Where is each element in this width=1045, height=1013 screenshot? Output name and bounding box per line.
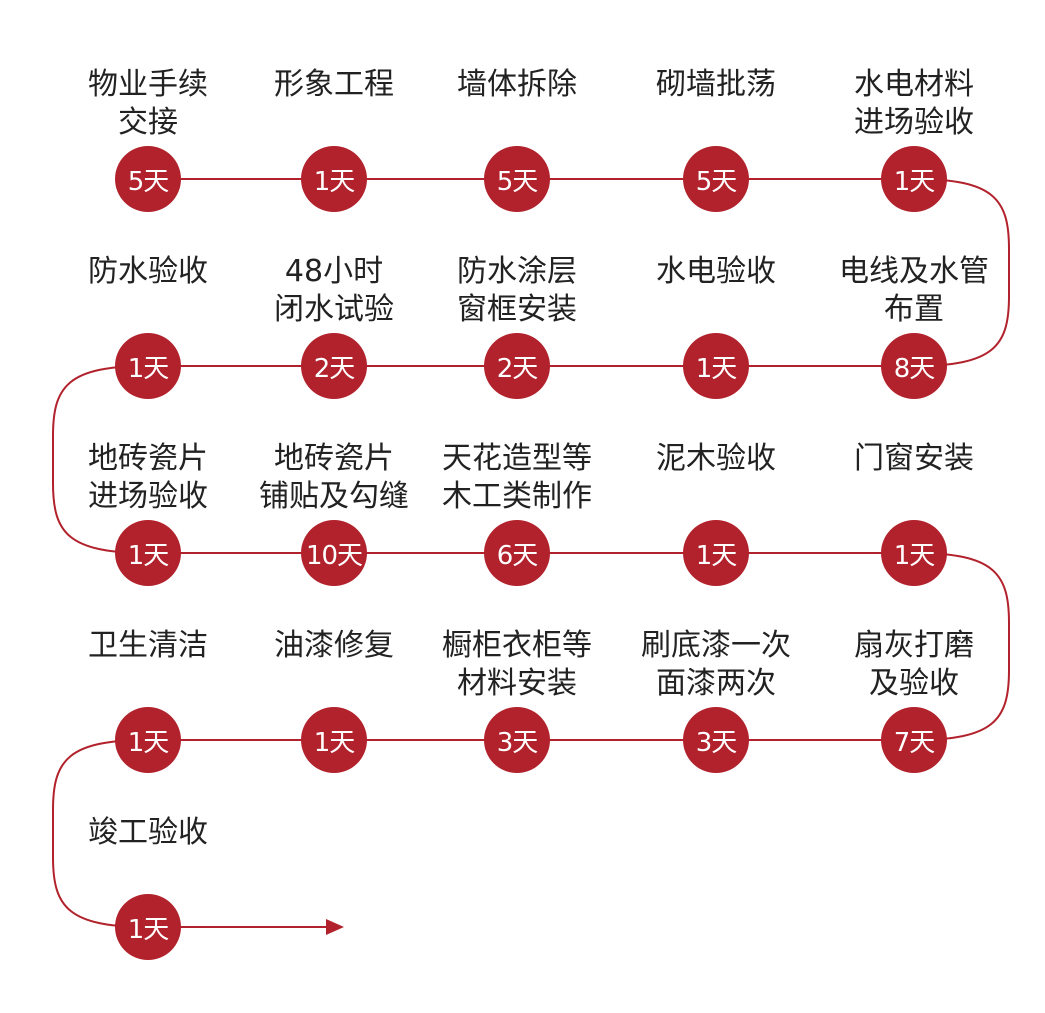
timeline-step: 防水验收: [58, 253, 238, 291]
step-label: 防水涂层: [457, 254, 577, 289]
timeline-step: 扇灰打磨及验收: [824, 627, 1004, 703]
step-label: 橱柜衣柜等: [442, 628, 592, 663]
step-label: 电线及水管: [839, 254, 989, 289]
duration-badge: 1天: [115, 333, 181, 399]
duration-badge: 1天: [115, 894, 181, 960]
step-label: 48小时: [284, 254, 384, 289]
duration-badge: 5天: [683, 146, 749, 212]
step-label: 形象工程: [274, 67, 394, 102]
step-label: 进场验收: [88, 479, 208, 514]
timeline-step: 橱柜衣柜等材料安装: [427, 627, 607, 703]
step-label: 泥木验收: [656, 441, 776, 476]
timeline-step: 物业手续交接: [58, 66, 238, 142]
duration-badge: 1天: [881, 146, 947, 212]
step-label: 木工类制作: [442, 479, 592, 514]
timeline-step: 48小时闭水试验: [244, 253, 424, 329]
step-label: 墙体拆除: [457, 67, 577, 102]
duration-badge: 10天: [301, 520, 367, 586]
duration-badge: 8天: [881, 333, 947, 399]
timeline-step: 地砖瓷片进场验收: [58, 440, 238, 516]
step-label: 及验收: [869, 666, 959, 701]
duration-badge: 3天: [484, 707, 550, 773]
step-label: 面漆两次: [656, 666, 776, 701]
duration-badge: 2天: [301, 333, 367, 399]
step-label: 进场验收: [854, 105, 974, 140]
step-label: 水电材料: [854, 67, 974, 102]
timeline-step: 天花造型等木工类制作: [427, 440, 607, 516]
step-label: 天花造型等: [442, 441, 592, 476]
duration-badge: 5天: [484, 146, 550, 212]
step-label: 扇灰打磨: [854, 628, 974, 663]
timeline-step: 水电验收: [626, 253, 806, 291]
timeline-step: 水电材料进场验收: [824, 66, 1004, 142]
timeline-step: 砌墙批荡: [626, 66, 806, 104]
step-label: 窗框安装: [457, 292, 577, 327]
timeline-step: 门窗安装: [824, 440, 1004, 478]
duration-badge: 1天: [115, 520, 181, 586]
step-label: 布置: [884, 292, 944, 327]
step-label: 刷底漆一次: [641, 628, 791, 663]
duration-badge: 1天: [683, 520, 749, 586]
duration-badge: 1天: [881, 520, 947, 586]
duration-badge: 7天: [881, 707, 947, 773]
timeline-step: 电线及水管布置: [824, 253, 1004, 329]
duration-badge: 1天: [115, 707, 181, 773]
timeline-step: 竣工验收: [58, 814, 238, 852]
duration-badge: 5天: [115, 146, 181, 212]
duration-badge: 1天: [301, 146, 367, 212]
timeline-step: 形象工程: [244, 66, 424, 104]
duration-badge: 6天: [484, 520, 550, 586]
step-label: 砌墙批荡: [656, 67, 776, 102]
step-label: 防水验收: [88, 254, 208, 289]
timeline-step: 地砖瓷片铺贴及勾缝: [244, 440, 424, 516]
step-label: 闭水试验: [274, 292, 394, 327]
step-label: 铺贴及勾缝: [259, 479, 409, 514]
step-label: 卫生清洁: [88, 628, 208, 663]
end-arrow-icon: [326, 919, 344, 935]
step-label: 油漆修复: [274, 628, 394, 663]
duration-badge: 2天: [484, 333, 550, 399]
timeline-step: 泥木验收: [626, 440, 806, 478]
duration-badge: 1天: [683, 333, 749, 399]
timeline-step: 油漆修复: [244, 627, 424, 665]
step-label: 材料安装: [457, 666, 577, 701]
step-label: 水电验收: [656, 254, 776, 289]
timeline-step: 防水涂层窗框安装: [427, 253, 607, 329]
duration-badge: 3天: [683, 707, 749, 773]
step-label: 地砖瓷片: [274, 441, 394, 476]
step-label: 门窗安装: [854, 441, 974, 476]
duration-badge: 1天: [301, 707, 367, 773]
timeline-step: 墙体拆除: [427, 66, 607, 104]
step-label: 地砖瓷片: [88, 441, 208, 476]
step-label: 物业手续: [88, 67, 208, 102]
step-label: 交接: [118, 105, 178, 140]
timeline-step: 刷底漆一次面漆两次: [626, 627, 806, 703]
timeline-step: 卫生清洁: [58, 627, 238, 665]
step-label: 竣工验收: [88, 815, 208, 850]
